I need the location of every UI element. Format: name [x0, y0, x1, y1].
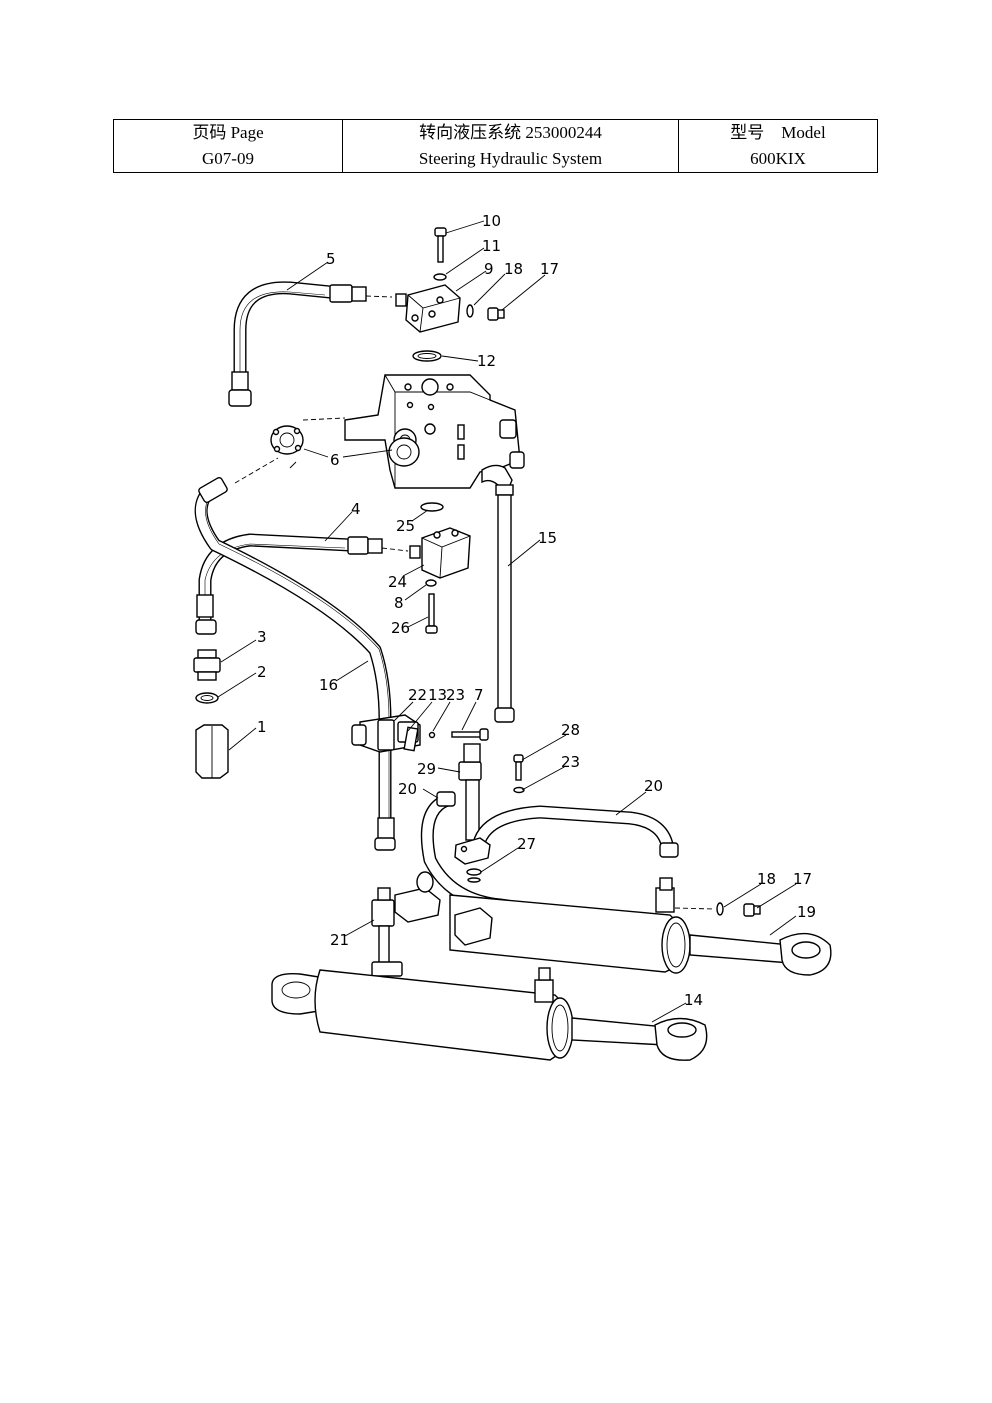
page-label: 页码 Page	[192, 123, 264, 142]
seal-part-18-right	[716, 902, 724, 916]
callout-3: 3	[257, 628, 267, 646]
callout-2: 2	[257, 663, 267, 681]
flange-part-6-right	[388, 437, 420, 467]
callout-20-left: 20	[398, 780, 417, 798]
hose-part-16	[194, 476, 396, 851]
bolt-part-26	[425, 593, 438, 634]
callout-6: 6	[330, 451, 340, 469]
model-cell: 型号 Model 600KIX	[678, 119, 878, 173]
callout-16: 16	[319, 676, 338, 694]
callout-11: 11	[482, 237, 501, 255]
fitting-part-29	[458, 743, 482, 841]
tube-part-20-right	[473, 805, 679, 858]
callout-24: 24	[388, 573, 407, 591]
o-ring-part-25	[420, 502, 444, 512]
bolt-part-28	[513, 754, 524, 781]
callout-26: 26	[391, 619, 410, 637]
callout-17-top: 17	[540, 260, 559, 278]
callout-1: 1	[257, 718, 267, 736]
title-cell: 转向液压系统 253000244 Steering Hydraulic Syst…	[342, 119, 679, 173]
callout-15: 15	[538, 529, 557, 547]
cylinder-part-19	[449, 877, 832, 976]
callout-18-right: 18	[757, 870, 776, 888]
tube-part-15	[481, 464, 515, 723]
callout-23: 23	[446, 686, 465, 704]
block-part-24	[381, 527, 471, 579]
callout-21: 21	[330, 931, 349, 949]
callout-10: 10	[482, 212, 501, 230]
mounting-block-center	[454, 837, 491, 865]
bolt-part-7	[451, 728, 489, 741]
callout-7: 7	[474, 686, 484, 704]
steering-valve-body	[344, 374, 525, 489]
plug-part-17-top	[487, 307, 505, 321]
callout-25: 25	[396, 517, 415, 535]
callout-9: 9	[484, 260, 494, 278]
adapter-part-3	[193, 649, 221, 681]
callout-18-top: 18	[504, 260, 523, 278]
page-cell: 页码 Page G07-09	[113, 119, 343, 173]
plug-part-17-right	[743, 903, 761, 917]
title-en: Steering Hydraulic System	[418, 149, 603, 168]
bolt-part-10	[434, 227, 447, 263]
callout-20-right: 20	[644, 777, 663, 795]
washer-part-2	[195, 692, 219, 704]
washer-part-27	[466, 868, 482, 876]
connector-part-1	[195, 724, 229, 779]
callout-13: 13	[428, 686, 447, 704]
callout-28: 28	[561, 721, 580, 739]
callout-19: 19	[797, 903, 816, 921]
hose-part-5	[228, 281, 367, 407]
callout-23-right: 23	[561, 753, 580, 771]
washer-part-23-right	[513, 786, 525, 794]
washer-part-23	[428, 731, 436, 739]
callout-29: 29	[417, 760, 436, 778]
page-value: G07-09	[202, 149, 254, 168]
callout-14: 14	[684, 991, 703, 1009]
callout-4: 4	[351, 500, 361, 518]
leader-lines	[217, 220, 797, 1023]
washer-part-11	[433, 273, 447, 281]
seal-part-18-top	[466, 304, 474, 318]
callout-5: 5	[326, 250, 336, 268]
model-value: 600KIX	[750, 149, 806, 168]
model-label: 型号 Model	[730, 123, 826, 142]
callout-labels: 10 11 9 18 17 5 12 6 25 4 15 24 8 26 3 2…	[257, 212, 816, 1009]
washer-part-8	[425, 579, 437, 587]
title-cn: 转向液压系统 253000244	[419, 123, 602, 142]
callout-8: 8	[394, 594, 404, 612]
tee-part-21	[371, 871, 493, 977]
callout-22: 22	[408, 686, 427, 704]
o-ring-part-12	[412, 350, 442, 362]
callout-17-right: 17	[793, 870, 812, 888]
cylinder-part-14	[271, 967, 708, 1061]
valve-block-part-9	[365, 284, 461, 333]
flange-part-6-left	[270, 425, 304, 455]
header-table: 页码 Page G07-09 转向液压系统 253000244 Steering…	[113, 119, 878, 173]
clamp-part-22-13	[351, 714, 421, 753]
callout-27: 27	[517, 835, 536, 853]
callout-12: 12	[477, 352, 496, 370]
